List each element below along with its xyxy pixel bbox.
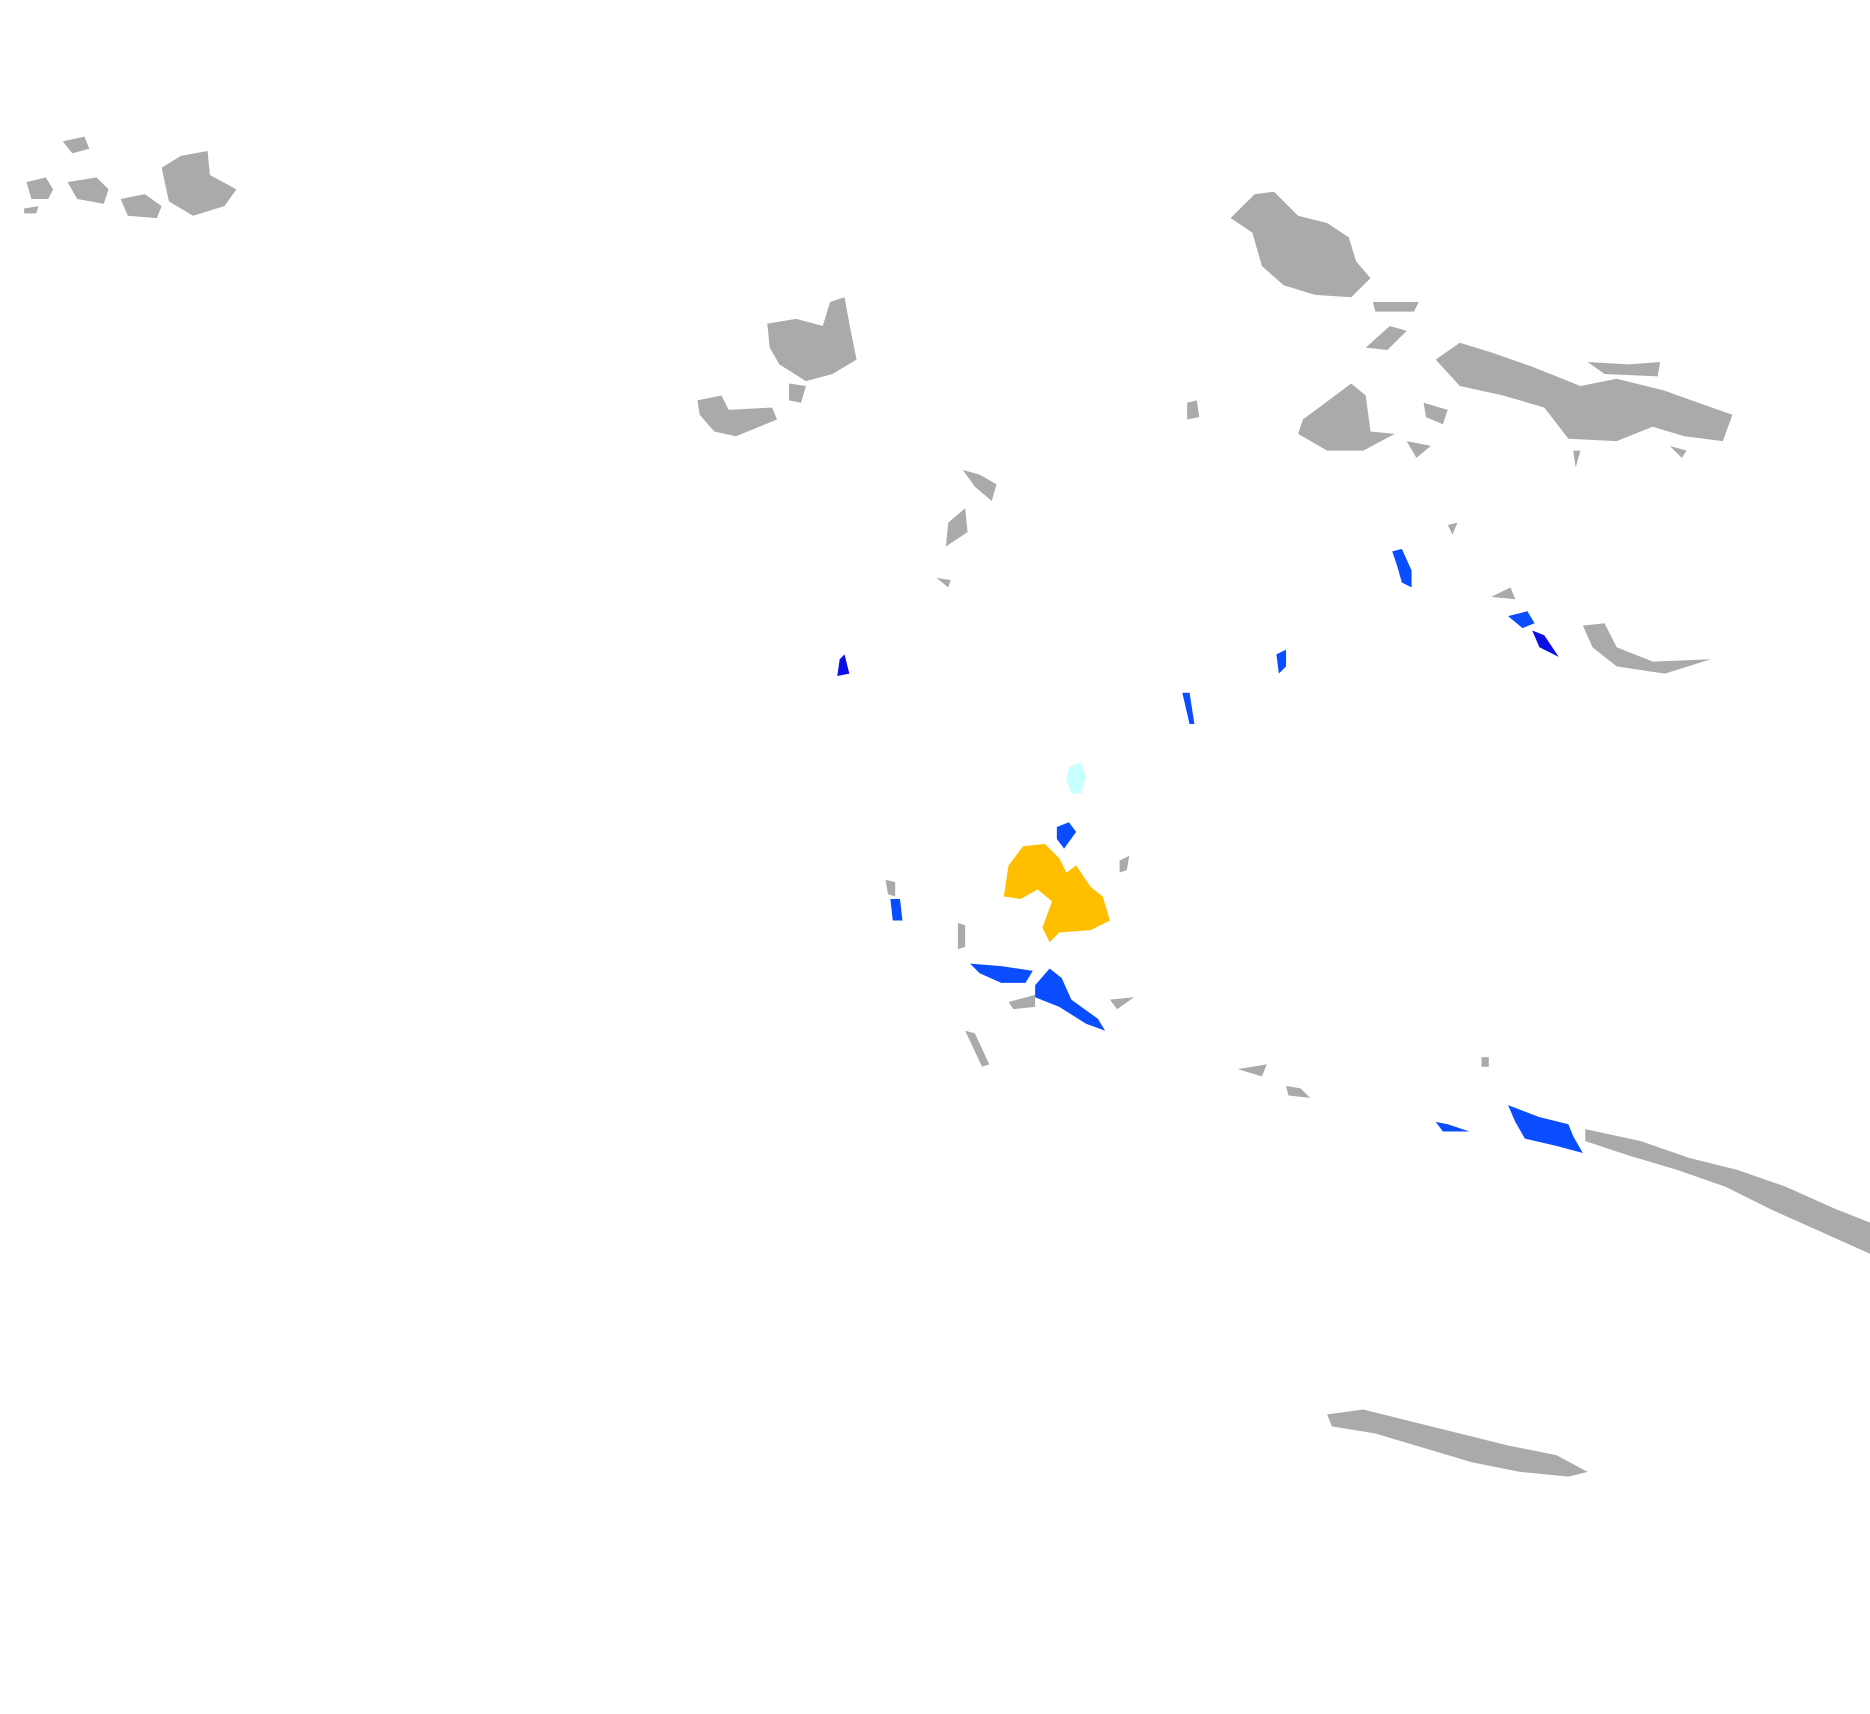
highlighted-region-blue[interactable] <box>1508 611 1535 629</box>
highlighted-region-primary[interactable] <box>1003 843 1110 943</box>
highlighted-region-cyan[interactable] <box>1066 762 1086 794</box>
highlighted-region-blue[interactable] <box>969 963 1033 983</box>
land-region <box>1585 1129 1870 1254</box>
land-region <box>957 922 966 950</box>
highlight-layer <box>837 548 1583 1154</box>
land-region <box>1669 445 1687 458</box>
land-region <box>885 879 896 897</box>
land-region <box>789 383 806 403</box>
land-region <box>1119 855 1130 873</box>
highlighted-region-blue[interactable] <box>1508 1105 1583 1154</box>
highlighted-region-blue[interactable] <box>1182 692 1195 724</box>
highlighted-region-blue[interactable] <box>1056 822 1077 849</box>
land-region <box>1008 994 1036 1010</box>
land-region <box>1447 522 1458 535</box>
land-region <box>120 194 162 219</box>
land-region <box>936 577 951 588</box>
land-region <box>1286 1085 1311 1098</box>
land-region <box>1435 342 1733 442</box>
highlighted-region-dark-blue[interactable] <box>837 654 850 677</box>
land-region <box>26 177 54 199</box>
land-region <box>1109 997 1135 1010</box>
land-region <box>1481 1057 1489 1067</box>
land-region <box>24 206 39 214</box>
highlighted-region-blue[interactable] <box>1392 548 1412 588</box>
land-region <box>697 395 777 437</box>
highlighted-region-blue[interactable] <box>1035 968 1106 1031</box>
land-region <box>1406 441 1431 458</box>
highlighted-region-dark-blue[interactable] <box>1532 630 1559 657</box>
land-region <box>962 469 997 502</box>
land-region <box>67 177 109 204</box>
land-region <box>1573 450 1581 468</box>
land-region <box>1327 1409 1588 1477</box>
land-region <box>767 297 857 382</box>
land-region <box>965 1030 990 1067</box>
land-region <box>1587 361 1661 377</box>
land-region <box>1365 326 1407 350</box>
land-region <box>1187 400 1200 420</box>
land-region <box>1237 1064 1267 1077</box>
land-region <box>1423 402 1448 425</box>
land-region <box>1372 302 1419 312</box>
land-region <box>1230 191 1371 298</box>
land-region <box>161 151 237 216</box>
land-region <box>62 136 90 154</box>
land-region <box>1582 623 1711 674</box>
land-region <box>1491 587 1516 600</box>
land-region <box>1298 383 1395 451</box>
land-region <box>945 508 968 547</box>
highlighted-region-blue[interactable] <box>1435 1121 1470 1132</box>
highlighted-region-blue[interactable] <box>1276 649 1287 674</box>
highlighted-region-blue[interactable] <box>890 898 903 921</box>
land-layer <box>24 136 1870 1477</box>
